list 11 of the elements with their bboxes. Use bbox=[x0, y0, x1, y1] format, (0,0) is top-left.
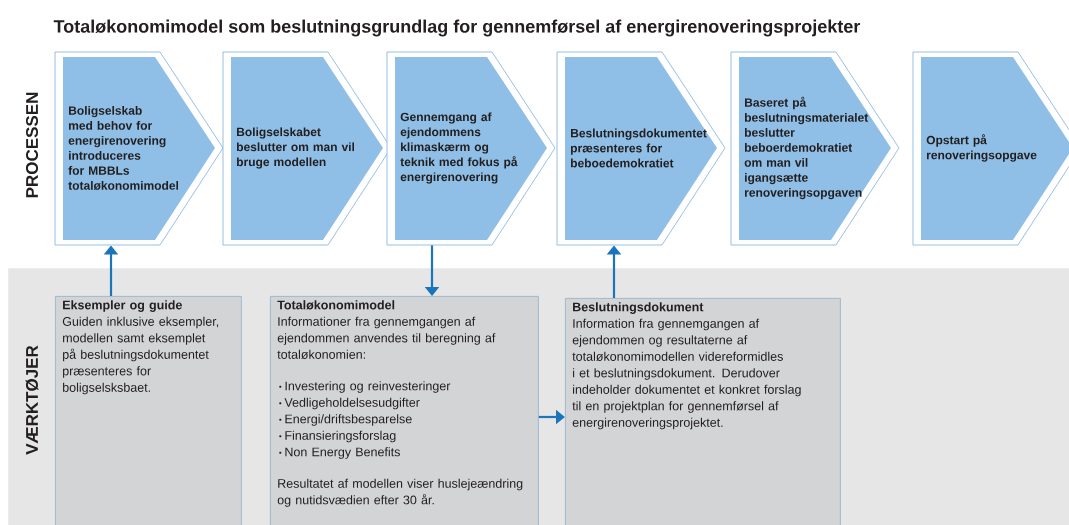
process-step: Boligselskabet beslutter om man vil bruge modellen bbox=[222, 51, 392, 246]
title: Totaløkonomimodel som beslutningsgrundlag for gennemførsel af energirenoveringsprojekter bbox=[53, 19, 861, 37]
section-label: PROCESSEN bbox=[26, 92, 39, 198]
process-step: Boligselskab med behov for energirenovering introduceres for MBBLs totaløkonomimodel bbox=[54, 51, 224, 246]
tool-box: Totaløkonomimodel Informationer fra gennemgangen af ejendommen anvendes til beregning af totaløkonomien: Investering og reinvesteringer Vedligeholdelsesudgifter Energi/driftsbesparelse Finansieringsforslag Non Energy Benefits Resultatet af modellen viser huslejeændring og nutidsvædien efter 30 år. bbox=[270, 296, 539, 525]
process-step: Opstart på renoveringsopgave bbox=[912, 51, 1069, 246]
process-step: Beslutningsdokumentet præsenteres for beboedemokratiet bbox=[556, 51, 726, 246]
tool-box: Eksempler og guide Guiden inklusive eksempler, modellen samt eksemplet på beslutningsdokumentet præsenteres for boligselsksbaet. bbox=[55, 296, 242, 525]
tool-box: Beslutningsdokument Information fra gennemgangen af ejendommen og resultaterne af totaløkonomimodellen videreformidles i et beslutningsdokument. Derudover indeholder dokumentet et konkret forslag til en projektplan for gennemførsel af energirenoveringsprojektet. bbox=[565, 298, 841, 525]
process-step: Gennemgang af ejendommens klimaskærm og teknik med fokus på energirenovering bbox=[386, 51, 556, 246]
process-step: Baseret på beslutningsmaterialet beslutter beboerdemokratiet om man vil igangsætte renoveringsopgaven bbox=[730, 51, 900, 246]
